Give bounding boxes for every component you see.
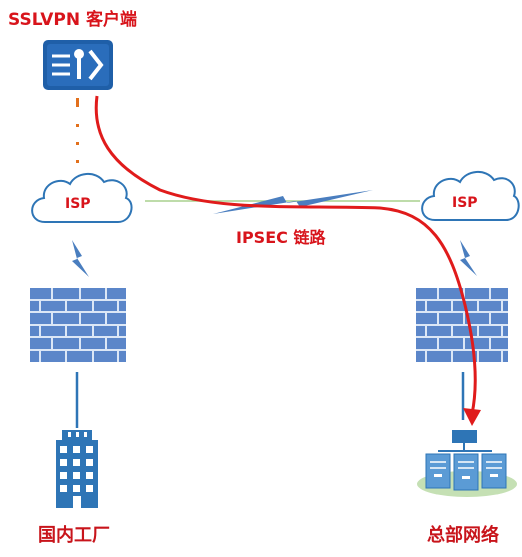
isp-left-label: ISP xyxy=(65,196,91,212)
isp-right-label: ISP xyxy=(452,195,478,211)
sslvpn-arrowhead xyxy=(463,408,481,426)
isp-left-cloud: ISP xyxy=(31,173,133,223)
ipsec-lightning-icon xyxy=(213,190,373,214)
sslvpn-client-label: SSLVPN 客户端 xyxy=(8,9,137,30)
isp-right-cloud: ISP xyxy=(421,171,520,221)
server-cluster-icon xyxy=(417,430,517,497)
sslvpn-path xyxy=(94,95,477,415)
lightning-icon xyxy=(460,240,477,276)
lightning-icon xyxy=(72,240,89,277)
building-icon xyxy=(56,430,98,508)
ipsec-link-label: IPSEC 链路 xyxy=(236,228,326,247)
hq-network-label: 总部网络 xyxy=(427,524,499,546)
firewall-right xyxy=(416,288,508,362)
cloud-icon xyxy=(31,173,133,223)
vpn-client-icon xyxy=(43,40,113,90)
client-isp-dotted-link xyxy=(76,98,79,163)
domestic-factory-label: 国内工厂 xyxy=(38,524,110,546)
cloud-icon xyxy=(421,171,520,221)
firewall-left xyxy=(30,288,126,362)
